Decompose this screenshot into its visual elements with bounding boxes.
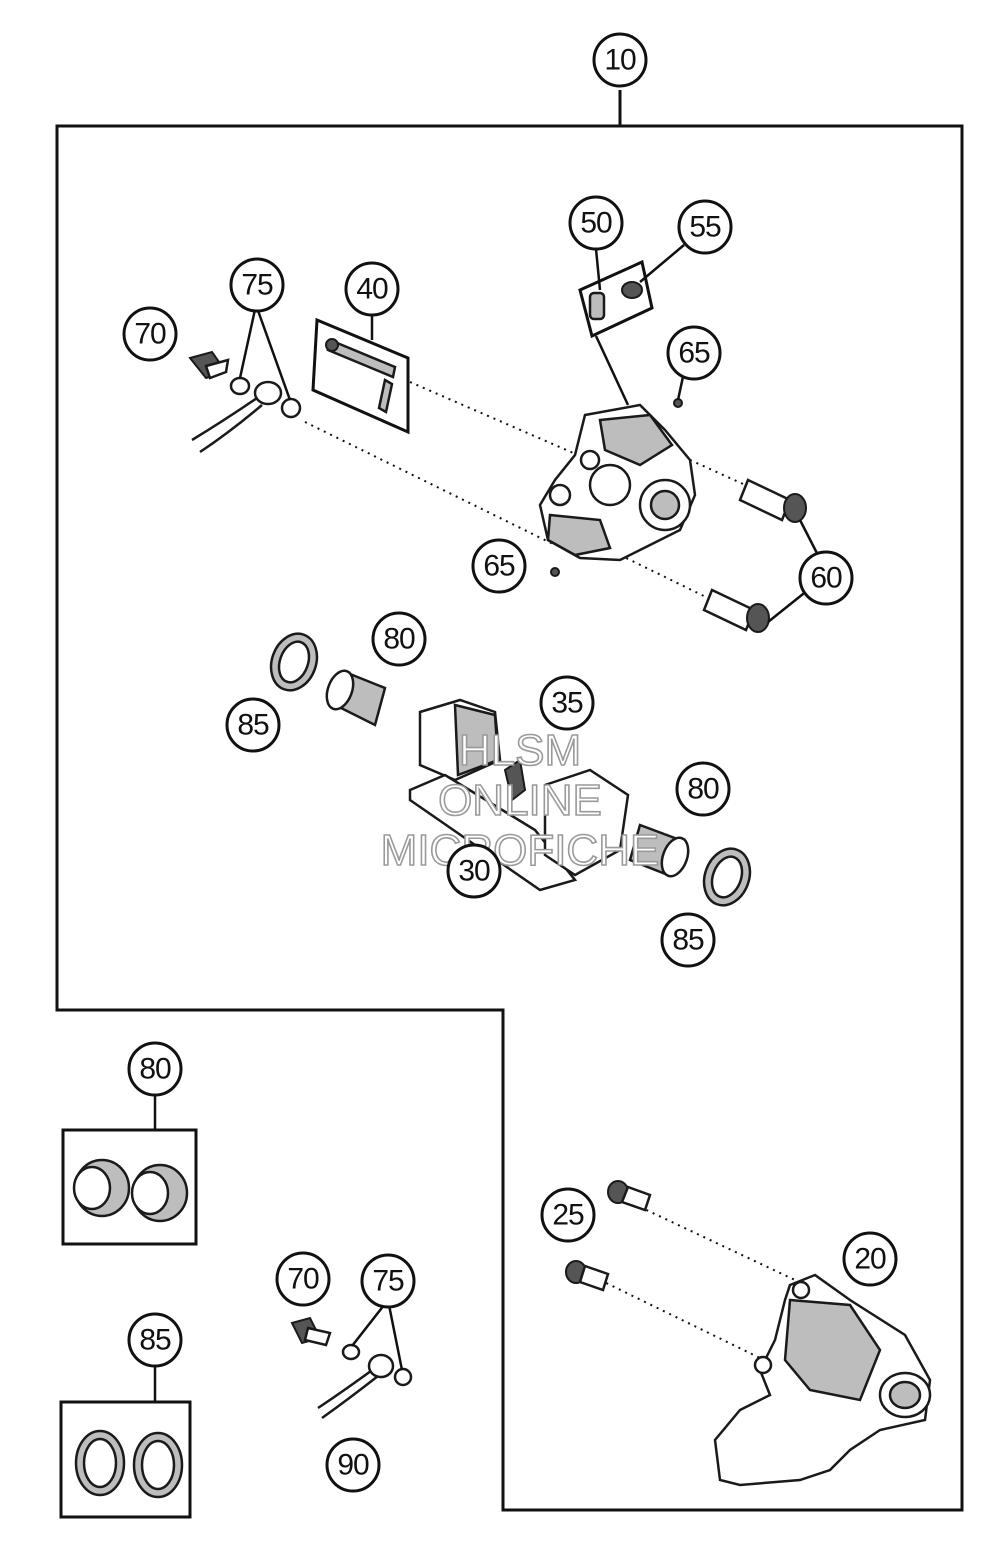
callout-35: 35 <box>539 675 595 731</box>
washer-upper-a <box>229 376 251 396</box>
banjo-bolt-lower <box>290 1316 332 1347</box>
kit-frame-outline <box>55 90 964 1512</box>
svg-text:75: 75 <box>241 269 273 302</box>
caliper-bracket <box>713 1273 932 1487</box>
piston-seal-right <box>702 847 752 907</box>
piston-kit-right <box>130 1163 189 1223</box>
callout-85-kit: 85 <box>127 1312 183 1368</box>
watermark-line-1: HLSM <box>459 726 581 775</box>
svg-text:90: 90 <box>337 1449 369 1482</box>
bracket-bolt-lower <box>565 1260 610 1292</box>
washer-lower-a <box>341 1343 361 1361</box>
piston-kit-left <box>72 1158 131 1218</box>
callout-20: 20 <box>842 1231 898 1287</box>
callout-80-kit: 80 <box>127 1041 183 1097</box>
piston-seal-left <box>269 632 319 692</box>
brake-pads <box>408 698 630 892</box>
svg-text:35: 35 <box>551 687 583 720</box>
watermark-line-2: ONLINE <box>438 776 602 825</box>
callout-70-lower: 70 <box>275 1251 331 1307</box>
callout-75-upper: 75 <box>229 257 285 313</box>
svg-text:65: 65 <box>678 337 710 370</box>
washer-lower-b <box>393 1367 413 1387</box>
callout-30: 30 <box>446 843 502 899</box>
svg-text:85: 85 <box>237 709 269 742</box>
svg-text:30: 30 <box>458 855 490 888</box>
svg-text:50: 50 <box>580 207 612 240</box>
callout-50: 50 <box>568 195 624 251</box>
callout-40: 40 <box>344 261 400 317</box>
watermark: HLSM ONLINE MICROFICHE <box>380 725 660 876</box>
banjo-bolt-upper <box>188 350 230 380</box>
seal-kit-box <box>59 1366 192 1519</box>
svg-text:40: 40 <box>356 273 388 306</box>
callout-85-upper: 85 <box>225 697 281 753</box>
svg-text:65: 65 <box>483 550 515 583</box>
watermark-line-3: MICROFICHE <box>381 826 660 875</box>
svg-text:10: 10 <box>604 44 636 77</box>
washer-upper-b <box>280 397 302 419</box>
callout-65-upper: 65 <box>666 325 722 381</box>
bleeder-kit-box <box>578 244 685 406</box>
callout-10: 10 <box>592 32 648 88</box>
seal-kit-right <box>132 1431 184 1499</box>
svg-text:55: 55 <box>689 211 721 244</box>
svg-text:80: 80 <box>139 1053 171 1086</box>
callout-25: 25 <box>540 1187 596 1243</box>
callout-80-right: 80 <box>675 761 731 817</box>
svg-text:80: 80 <box>383 623 415 656</box>
svg-text:25: 25 <box>552 1199 584 1232</box>
piston-left <box>325 669 387 727</box>
callout-65-lower: 65 <box>471 538 527 594</box>
callout-80-upper: 80 <box>371 611 427 667</box>
seal-kit-left <box>74 1429 126 1497</box>
piston-right <box>628 823 690 878</box>
slide-pin-lower <box>702 588 770 633</box>
bleeder-cap-upper <box>673 398 683 408</box>
slide-pin-upper <box>738 478 807 523</box>
callout-85-right: 85 <box>660 912 716 968</box>
svg-text:85: 85 <box>672 924 704 957</box>
callout-70-upper: 70 <box>122 306 178 362</box>
callout-60: 60 <box>798 550 854 606</box>
bracket-bolt-upper <box>607 1180 652 1212</box>
brake-hose-lower <box>317 1353 395 1420</box>
callout-90: 90 <box>325 1437 381 1493</box>
callout-75-lower: 75 <box>360 1253 416 1309</box>
svg-text:70: 70 <box>134 318 166 351</box>
callout-55: 55 <box>677 199 733 255</box>
caliper-body <box>538 403 697 562</box>
svg-text:80: 80 <box>687 773 719 806</box>
svg-text:20: 20 <box>854 1243 886 1276</box>
svg-text:60: 60 <box>810 562 842 595</box>
svg-text:85: 85 <box>139 1324 171 1357</box>
bleeder-cap-lower <box>550 567 560 577</box>
svg-text:70: 70 <box>287 1263 319 1296</box>
piston-kit-box <box>61 1095 198 1246</box>
pin-kit-box <box>311 313 410 435</box>
brake-hose-upper <box>191 380 283 454</box>
svg-text:75: 75 <box>372 1265 404 1298</box>
